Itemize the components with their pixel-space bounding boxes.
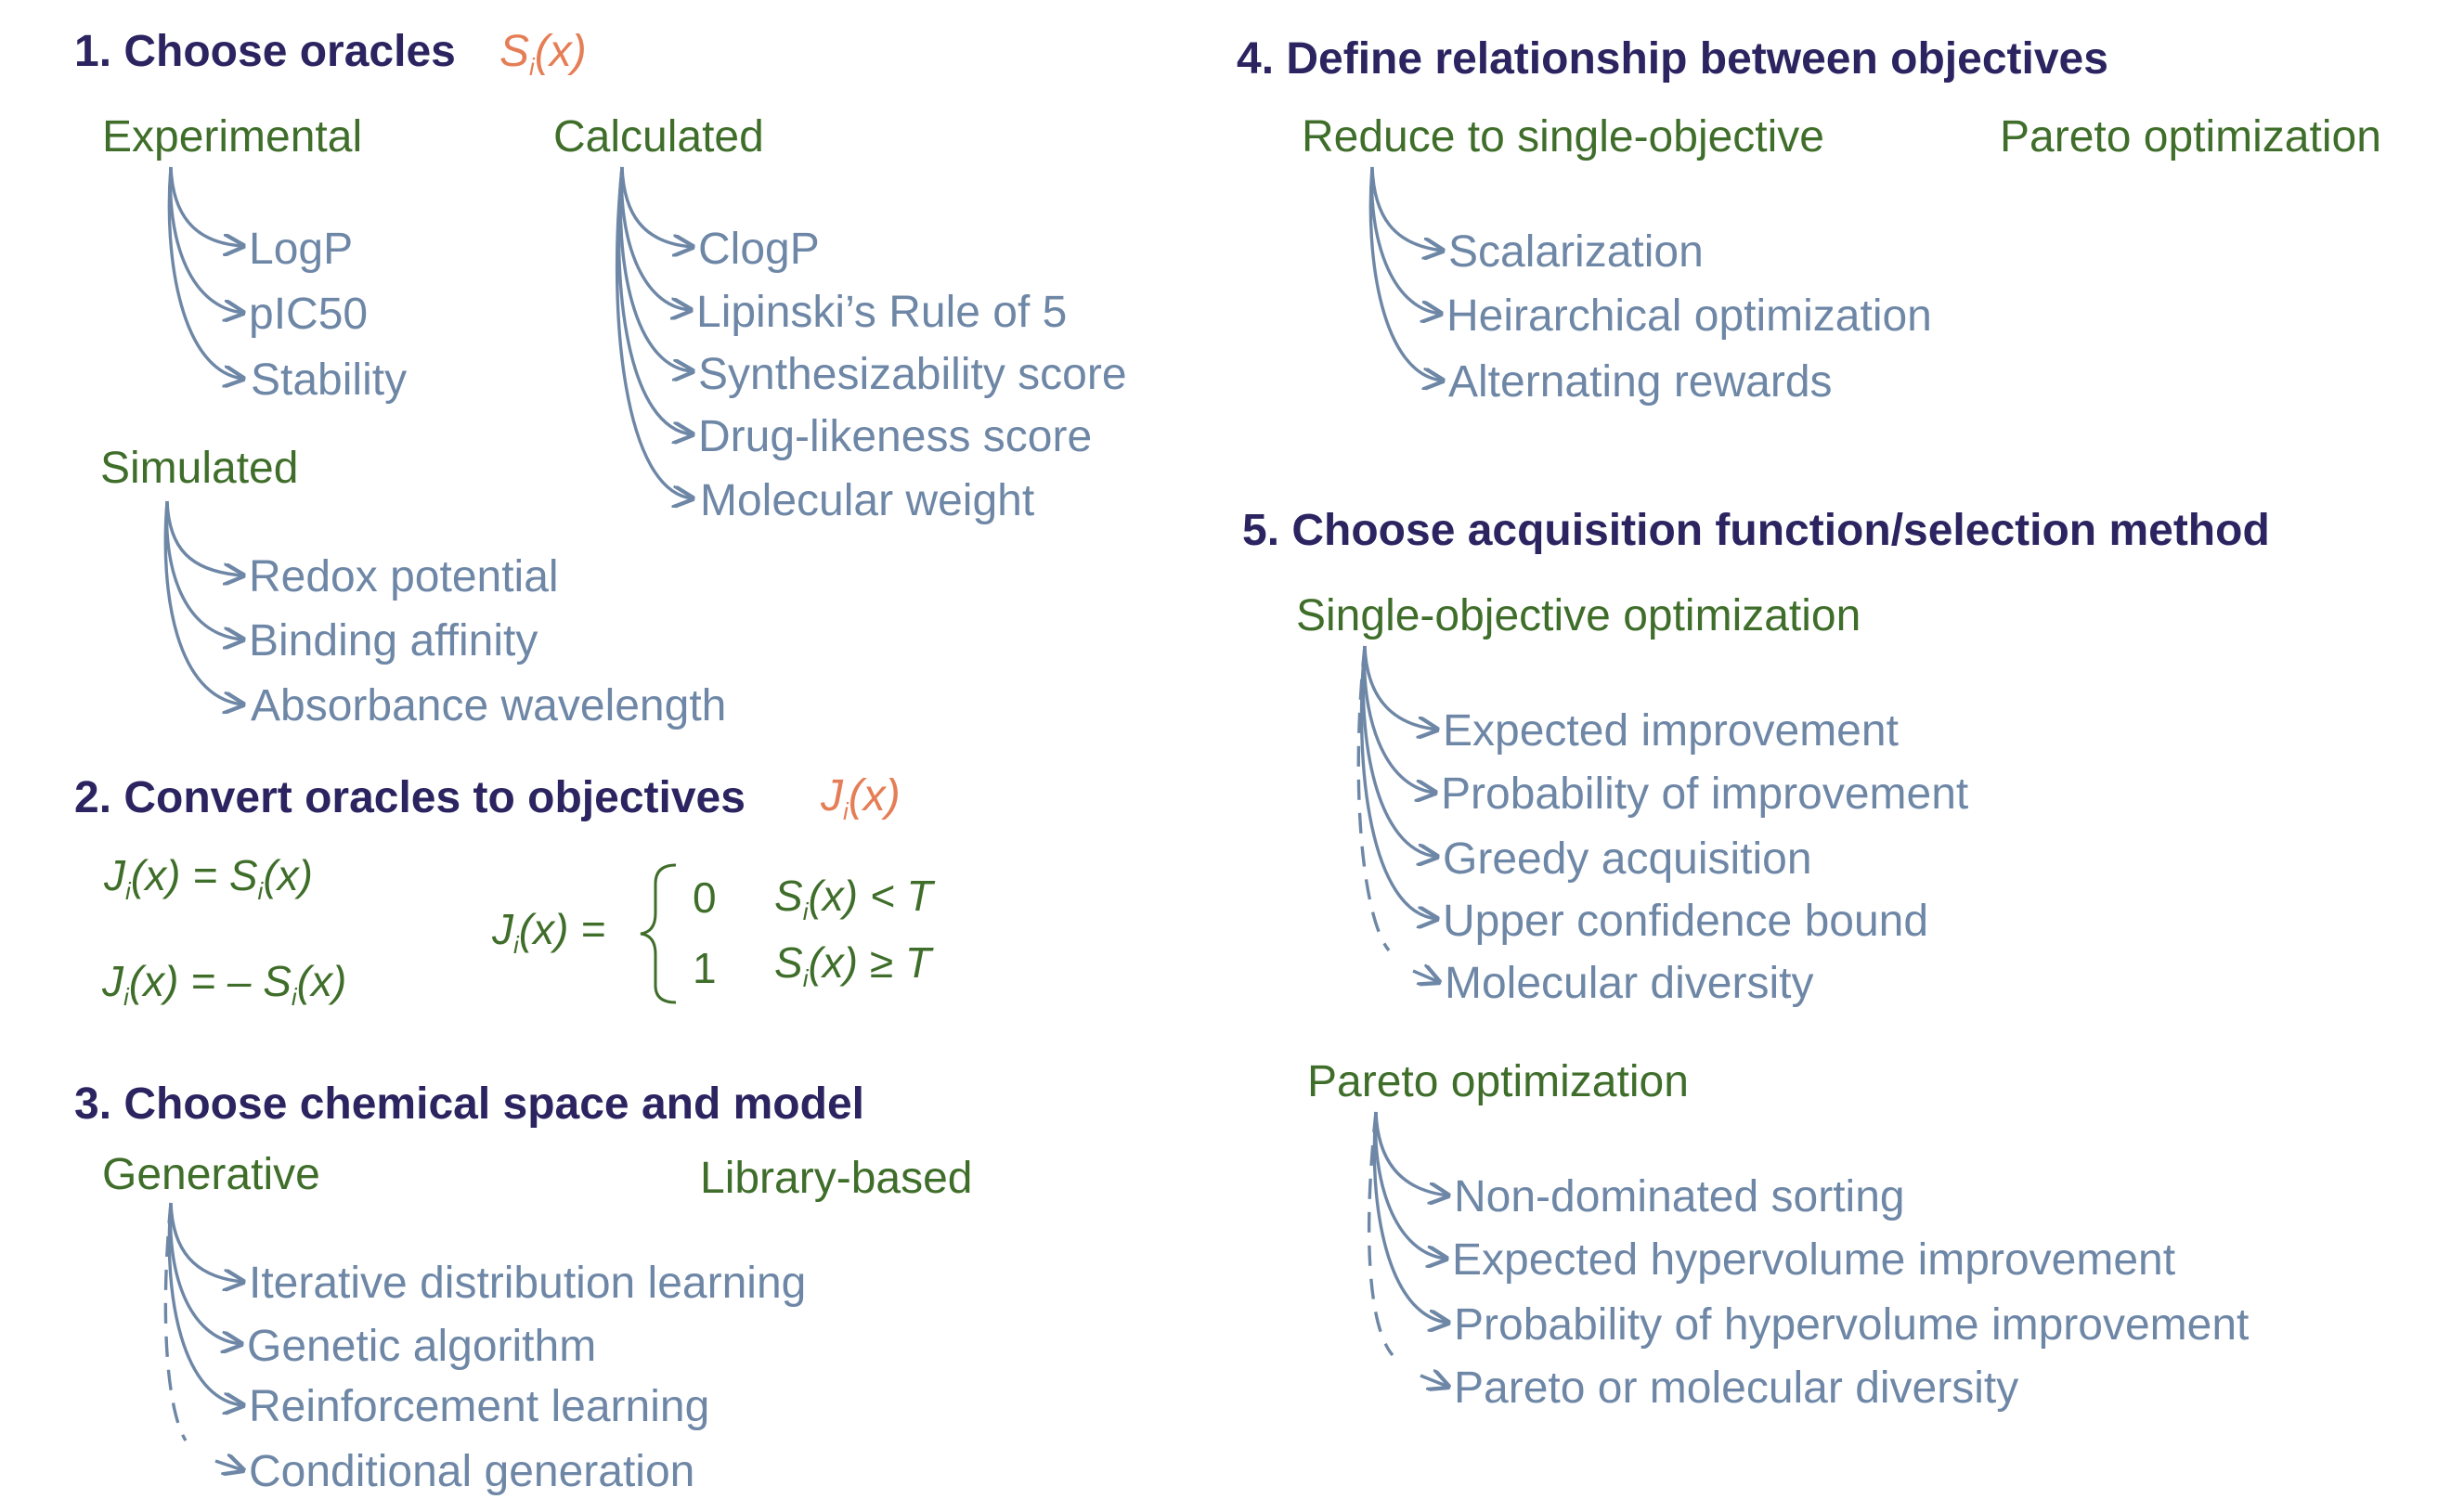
leaf-heirarchical: Heirarchical optimization	[1446, 291, 1932, 341]
arrow-single-expected	[1363, 645, 1437, 730]
case-2-value: 1	[693, 944, 717, 992]
section-4-title: 4. Define relationship between objective…	[1237, 34, 2108, 84]
arrow-generative-conditional	[163, 1202, 188, 1441]
leaf-stability: Stability	[251, 355, 408, 405]
arrow-pareto-diversity	[1367, 1111, 1394, 1357]
category-reduce-single: Reduce to single-objective	[1302, 112, 1824, 162]
arrow-pareto-diversity-tip	[1420, 1376, 1448, 1387]
leaf-non-dominated-sorting: Non-dominated sorting	[1454, 1172, 1905, 1221]
leaf-binding-affinity: Binding affinity	[249, 616, 538, 666]
arrow-pareto-nds	[1374, 1111, 1448, 1195]
leaf-pareto-molecular-diversity: Pareto or molecular diversity	[1454, 1363, 2019, 1413]
arrow-calculated-lipinski	[619, 166, 691, 310]
arrow-simulated-binding	[164, 500, 243, 640]
leaf-lipinski: Lipinski’s Rule of 5	[696, 288, 1068, 337]
leaf-molecular-diversity: Molecular diversity	[1445, 959, 1814, 1008]
oracle-symbol: Si(x)	[499, 27, 587, 81]
arrow-reduce-alternating	[1368, 166, 1443, 381]
arrow-experimental-logp	[169, 166, 243, 246]
section-5-title: 5. Choose acquisition function/selection…	[1242, 506, 2270, 555]
case-1-value: 0	[693, 873, 717, 922]
category-generative: Generative	[102, 1150, 320, 1199]
category-calculated: Calculated	[553, 112, 764, 162]
arrow-calculated-synth	[618, 166, 693, 371]
leaf-absorbance: Absorbance wavelength	[251, 681, 727, 730]
category-library-based: Library-based	[700, 1154, 973, 1203]
arrow-calculated-molweight	[615, 166, 693, 498]
arrow-single-diversity	[1356, 645, 1391, 952]
leaf-greedy-acquisition: Greedy acquisition	[1443, 834, 1812, 884]
arrow-experimental-stability	[167, 166, 243, 379]
arrow-reduce-heirarchical	[1369, 166, 1441, 314]
arrow-reduce-scalarization	[1370, 166, 1443, 251]
section-2-title: 2. Convert oracles to objectives	[74, 773, 746, 822]
category-pareto-acquisition: Pareto optimization	[1307, 1057, 1689, 1106]
leaf-iterative-distribution: Iterative distribution learning	[249, 1259, 807, 1308]
leaf-molecular-weight: Molecular weight	[700, 476, 1035, 525]
category-simulated: Simulated	[100, 444, 299, 493]
equation-identity: Ji(x) = Si(x)	[104, 851, 313, 905]
arrow-generative-iterative	[169, 1202, 243, 1282]
arrow-single-diversity-tip	[1412, 971, 1439, 982]
leaf-expected-hypervolume: Expected hypervolume improvement	[1452, 1235, 2176, 1285]
category-single-objective: Single-objective optimization	[1296, 591, 1861, 640]
leaf-alternating-rewards: Alternating rewards	[1448, 357, 1833, 407]
arrow-generative-genetic	[168, 1202, 241, 1344]
section-3-title: 3. Choose chemical space and model	[74, 1079, 864, 1129]
objective-symbol: Ji(x)	[821, 771, 901, 825]
leaf-probability-improvement: Probability of improvement	[1441, 769, 1969, 819]
case-1-condition: Si(x) < T	[774, 872, 933, 925]
arrow-experimental-pic50	[168, 166, 243, 313]
leaf-genetic-algorithm: Genetic algorithm	[247, 1322, 597, 1371]
leaf-redox: Redox potential	[249, 552, 559, 601]
leaf-conditional-generation: Conditional generation	[249, 1447, 695, 1496]
case-2-condition: Si(x) ≥ T	[774, 938, 932, 992]
leaf-upper-confidence-bound: Upper confidence bound	[1443, 897, 1929, 946]
category-experimental: Experimental	[102, 112, 363, 162]
arrow-simulated-redox	[165, 500, 243, 575]
arrow-pareto-phvi	[1372, 1111, 1448, 1323]
equation-negation: Ji(x) = – Si(x)	[102, 957, 347, 1011]
arrow-single-greedy	[1361, 645, 1437, 857]
category-pareto-relationship: Pareto optimization	[2000, 112, 2381, 162]
leaf-pic50: pIC50	[249, 290, 369, 339]
leaf-logp: LogP	[249, 225, 354, 274]
arrow-calculated-clogp	[620, 166, 693, 247]
arrow-calculated-druglike	[616, 166, 693, 434]
piecewise-lhs: Ji(x) =	[492, 905, 606, 959]
leaf-expected-improvement: Expected improvement	[1443, 706, 1899, 756]
leaf-drug-likeness: Drug-likeness score	[698, 412, 1093, 461]
arrow-generative-conditional-tip	[214, 1461, 243, 1470]
arrow-single-probability	[1362, 645, 1435, 793]
arrow-generative-reinforcement	[167, 1202, 243, 1405]
arrow-single-ucb	[1359, 645, 1437, 919]
leaf-probability-hypervolume: Probability of hypervolume improvement	[1454, 1300, 2250, 1350]
leaf-reinforcement-learning: Reinforcement learning	[249, 1382, 710, 1431]
leaf-synthesizability: Synthesizability score	[698, 350, 1127, 399]
leaf-clogp: ClogP	[698, 225, 820, 274]
leaf-scalarization: Scalarization	[1448, 227, 1704, 277]
section-1-title: 1. Choose oracles	[74, 27, 456, 76]
arrow-pareto-ehvi	[1373, 1111, 1446, 1259]
arrow-simulated-absorbance	[163, 500, 243, 704]
